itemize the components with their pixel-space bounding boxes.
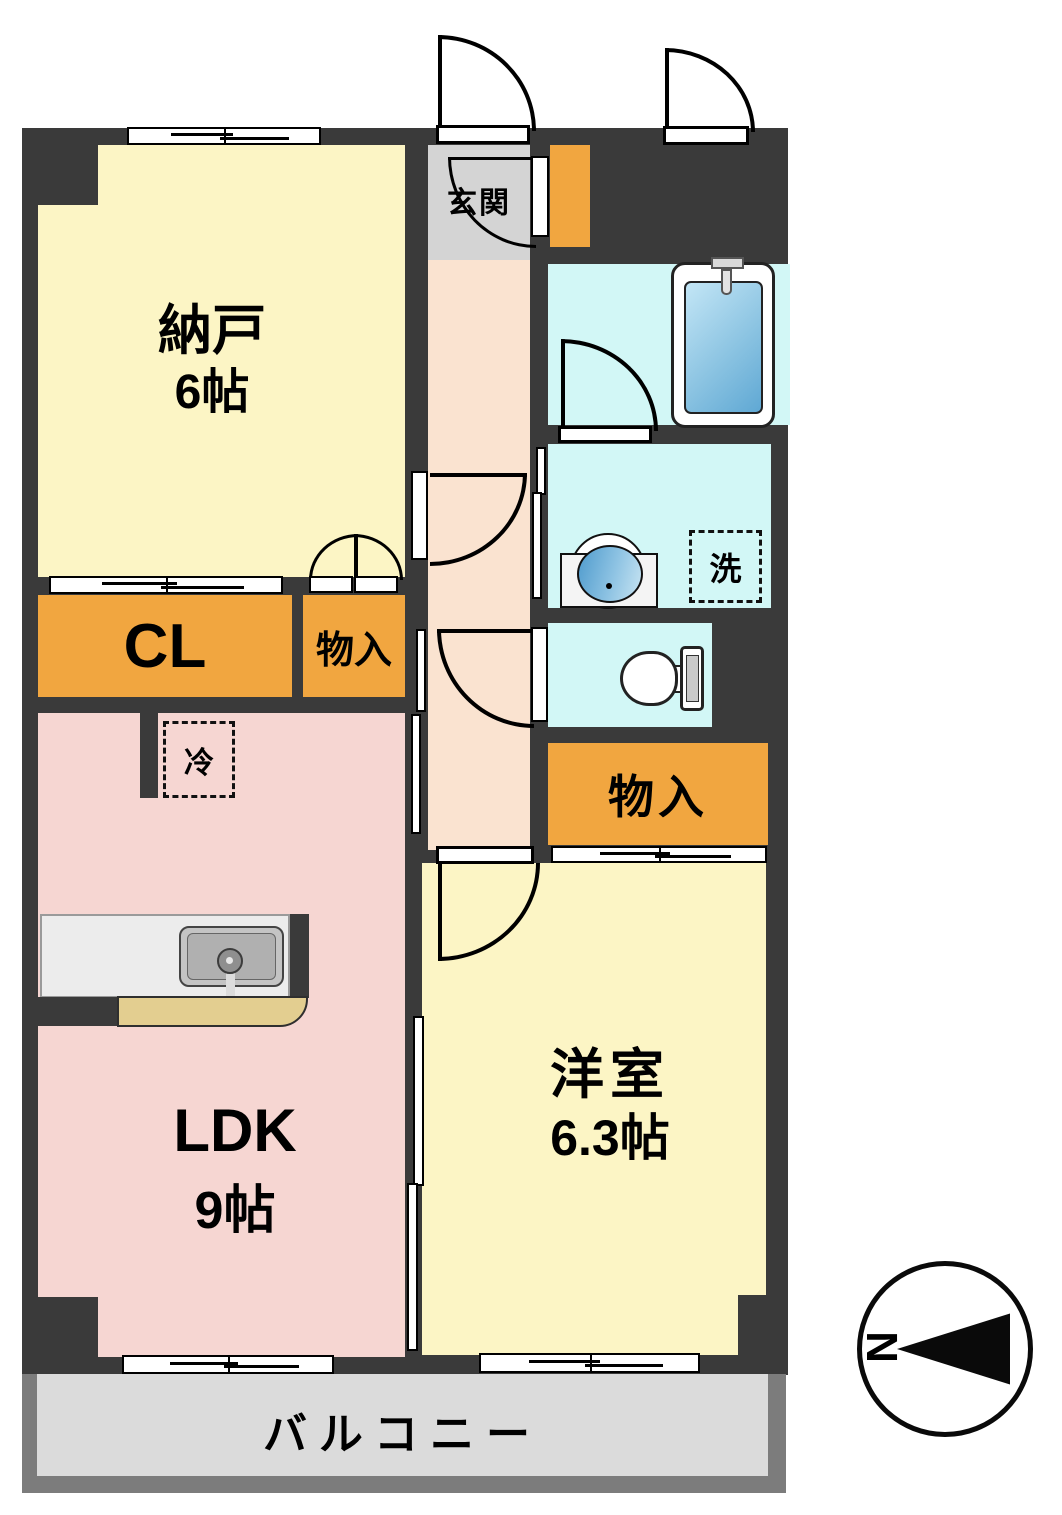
toilet-tank-lid (686, 655, 699, 702)
bathtub-basin (684, 281, 763, 414)
closet-cl (38, 595, 292, 697)
balcony-frame-right (768, 1374, 786, 1493)
monoire-double-door-leaf-right (354, 576, 398, 593)
bathtub-faucet-icon (711, 257, 744, 269)
nando-size-label: 6帖 (174, 366, 250, 419)
sliding-door-washroom-a (536, 447, 546, 495)
sliding-door-ldk-b (411, 714, 421, 834)
nando-door-leaf (411, 471, 428, 560)
sliding-door-cl (49, 576, 283, 594)
closet-monoire-right (548, 743, 768, 845)
genkan-door-leaf (531, 156, 549, 237)
western-room-label: 洋室 (550, 1045, 670, 1105)
bathtub-faucet-stem (721, 269, 732, 295)
entry-door-leaf (436, 125, 530, 144)
compass-north-label: N (857, 1331, 906, 1363)
washing-machine-label: 洗 (709, 550, 742, 587)
refrigerator-label: 冷 (184, 746, 214, 780)
shoe-cabinet (550, 145, 590, 247)
kitchen-counter-wall-stub (290, 914, 309, 998)
monoire-double-door-leaf-left (309, 576, 353, 593)
entry-door-arc (438, 35, 536, 131)
sliding-door-closet (551, 846, 767, 863)
kitchen-counter-top (117, 996, 308, 1027)
western-room-door-leaf (436, 846, 534, 864)
second-entry-door-leaf (663, 126, 749, 145)
wall-stub-fridge (140, 712, 158, 798)
bathroom-door-leaf (558, 426, 652, 443)
second-entry-door-arc (665, 48, 755, 132)
sliding-door-ldk-a (416, 629, 426, 712)
genkan-label: 玄関 (447, 187, 511, 220)
kitchen-half-wall (38, 997, 117, 1026)
nando-label: 納戸 (158, 301, 266, 361)
balcony-frame-bottom (22, 1476, 786, 1493)
sliding-partition-ldk-western-b (407, 1183, 418, 1351)
ldk-label: LDK (173, 1097, 297, 1164)
window-ldk (122, 1355, 334, 1374)
closet-monoire-hall (303, 595, 405, 697)
washing-machine-box: 洗 (689, 530, 762, 603)
window-nando (127, 127, 321, 145)
monoire-right-label: 物入 (608, 771, 708, 823)
window-western-room (479, 1353, 700, 1373)
sink-basin-icon (577, 545, 643, 603)
kitchen-faucet-stem (226, 968, 235, 1010)
western-room-size-label: 6.3帖 (550, 1110, 670, 1166)
balcony-floor (37, 1374, 768, 1478)
sliding-partition-ldk-western-a (413, 1016, 424, 1186)
room-ldk (38, 713, 405, 1357)
sink-drain-dot (606, 583, 612, 589)
room-storage-nando (38, 145, 405, 577)
toilet-door-leaf (531, 627, 548, 722)
sliding-door-washroom-b (532, 492, 542, 599)
refrigerator-box: 冷 (163, 721, 235, 798)
ldk-size-label: 9帖 (194, 1182, 276, 1240)
balcony-frame-left (22, 1374, 37, 1493)
monoire-hall-label: 物入 (315, 629, 392, 672)
toilet-bowl-icon (620, 651, 678, 706)
kitchen-faucet-dot (226, 957, 233, 964)
balcony-label: バルコニー (262, 1410, 543, 1459)
cl-label: CL (123, 611, 207, 681)
